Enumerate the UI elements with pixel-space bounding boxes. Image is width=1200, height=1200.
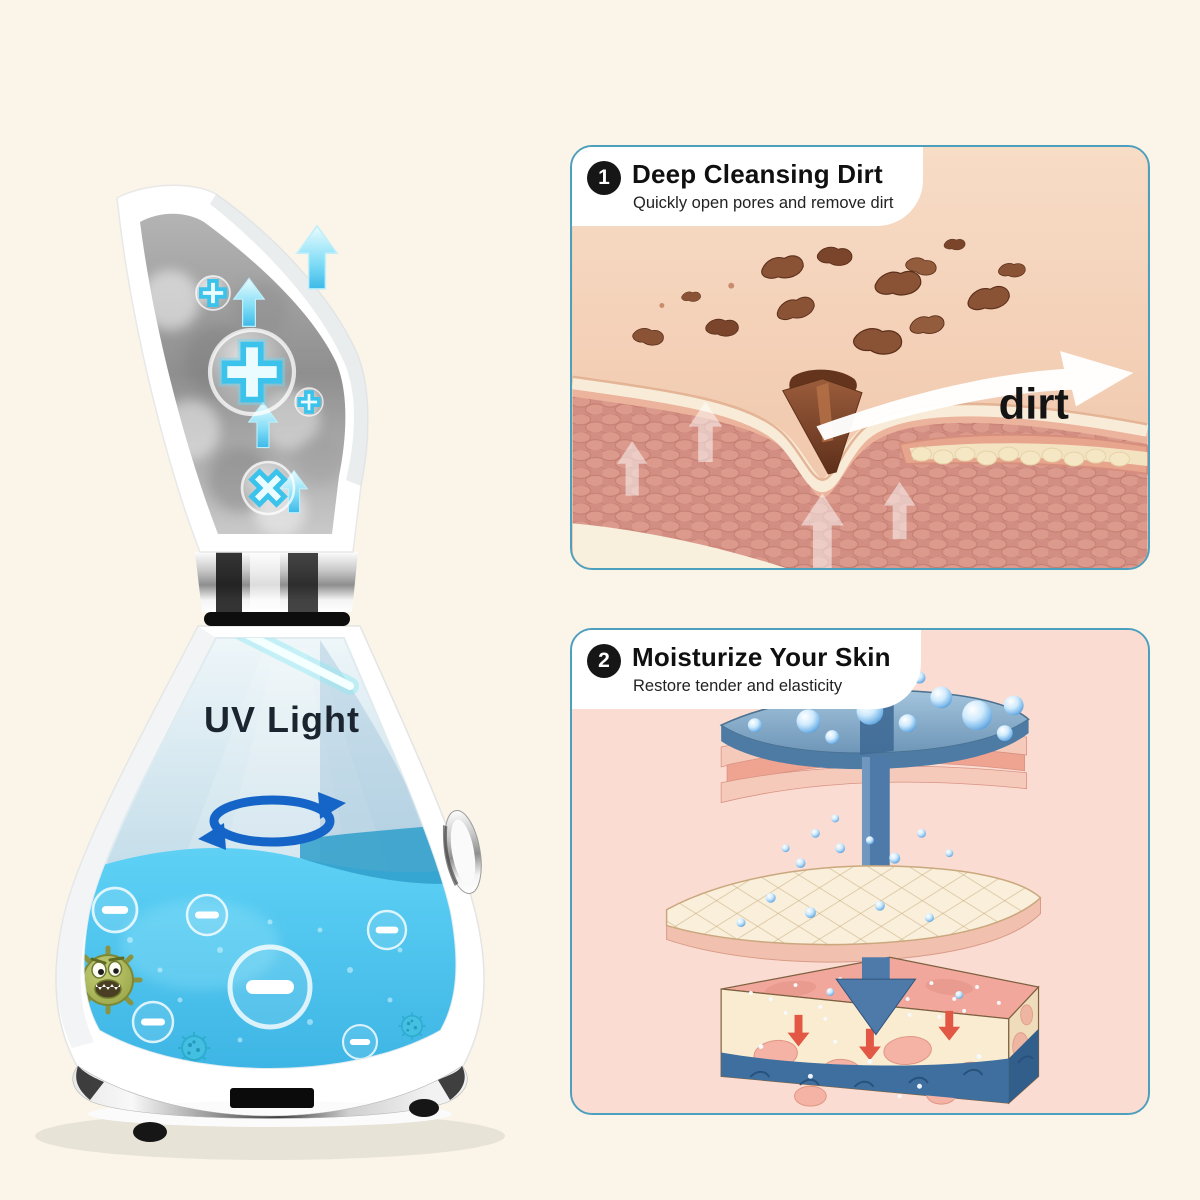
down-arrow-icon [787,1010,961,1061]
facial-steamer-illustration: UV Light [35,184,505,1160]
step-2-badge: 2 [587,644,621,678]
panel-2-title: Moisturize Your Skin [632,642,891,672]
device-foot [409,1099,439,1117]
skin-moisturize-illustration [572,630,1148,1113]
panel-2-header: 2 Moisturize Your Skin Restore tender an… [572,630,921,710]
glass-cap [210,194,369,486]
virus-icon [177,1031,211,1065]
circulation-arrows-icon [198,792,346,850]
side-button[interactable] [437,808,487,897]
absorption-arrow-head [835,957,917,1036]
device-base [72,1065,468,1142]
feature-panel-deep-cleansing: dirt 1 Deep Cleansing Dirt Quickly open … [570,145,1150,570]
device-foot [133,1122,167,1142]
dirt-out-arrow [816,351,1134,441]
uv-light-label: UV Light [204,699,360,740]
step-1-badge: 1 [587,161,621,195]
virus-icon [397,1011,427,1041]
panel-1-subtitle: Quickly open pores and remove dirt [633,193,894,212]
steam-nozzle [116,184,369,553]
germ-icon [84,945,143,1015]
uv-light-beam [176,648,392,880]
absorption-arrow [861,756,890,880]
panel-2-subtitle: Restore tender and elasticity [633,676,843,695]
uv-tube [233,638,359,695]
dirt-label: dirt [999,380,1069,428]
panel-1-header: 1 Deep Cleansing Dirt Quickly open pores… [572,147,924,227]
panel-1-title: Deep Cleansing Dirt [632,159,883,189]
skin-cross-section [572,375,1148,568]
sebum-duct [898,433,1148,476]
feature-panel-moisturize: 2 Moisturize Your Skin Restore tender an… [570,628,1150,1115]
cross-icon [240,460,296,516]
dirt-particles [631,238,1026,357]
